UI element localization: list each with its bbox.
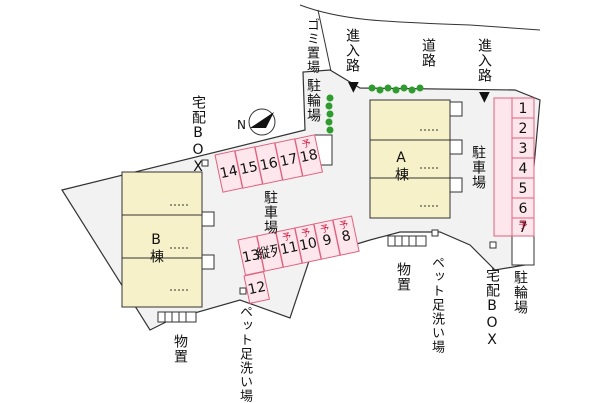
parking-space-number: 14 bbox=[219, 163, 240, 182]
building-b-label: B棟 bbox=[148, 232, 164, 264]
parking-space-number: 4 bbox=[519, 161, 528, 177]
reserved-mark: 予 bbox=[281, 231, 292, 244]
north-label: N bbox=[237, 118, 246, 132]
parking-center-label: 駐車場 bbox=[262, 190, 278, 235]
parking-right-label: 駐車場 bbox=[470, 145, 486, 190]
garbage-label: ゴミ置場 bbox=[304, 18, 319, 74]
parking-space-number: 12 bbox=[247, 279, 268, 298]
north-compass bbox=[248, 108, 276, 136]
parking-space-top: 18予 bbox=[294, 134, 324, 177]
parking-right-aisle bbox=[493, 97, 513, 237]
parking-space-right: 4 bbox=[511, 157, 535, 179]
parking-space-number: 18 bbox=[299, 147, 320, 166]
parking-space-top: 15 bbox=[234, 146, 264, 189]
pet-wash-right-label: ペット足洗い場 bbox=[429, 256, 444, 354]
parking-space-number: 16 bbox=[259, 155, 280, 174]
building-a-label: A棟 bbox=[393, 150, 409, 182]
storage-left-box bbox=[157, 311, 197, 323]
parking-space-right-bottom: 7予 bbox=[511, 217, 535, 237]
delivery-box-right-label: 宅配BOX bbox=[484, 268, 500, 349]
parking-space-number: 2 bbox=[519, 121, 528, 137]
parking-space-right: 1 bbox=[511, 97, 535, 119]
pet-wash-left-label: ペット足洗い場 bbox=[237, 305, 252, 403]
reserved-mark: 予 bbox=[338, 219, 349, 232]
reserved-mark: 予 bbox=[301, 138, 312, 151]
bicycle-parking-right bbox=[511, 234, 535, 266]
reserved-mark: 予 bbox=[319, 223, 330, 236]
parking-space-right: 3 bbox=[511, 137, 535, 159]
entrance-left-arrow-icon: ▼ bbox=[348, 79, 359, 95]
delivery-box-left-marker bbox=[201, 159, 209, 167]
reserved-mark: 予 bbox=[518, 220, 527, 231]
reserved-mark: 予 bbox=[300, 227, 311, 240]
parking-space-right: 6 bbox=[511, 197, 535, 219]
bicycle-top-label: 駐輪場 bbox=[305, 78, 321, 123]
parking-space-number: 17 bbox=[279, 151, 300, 170]
bicycle-right-label: 駐輪場 bbox=[512, 270, 528, 315]
parking-space-number: 13 bbox=[241, 247, 262, 266]
parking-space-middle: 9予 bbox=[313, 219, 341, 260]
parking-space-number: 11 bbox=[279, 239, 300, 258]
parking-space-number: 3 bbox=[519, 141, 528, 157]
storage-right-box bbox=[387, 235, 427, 247]
parking-space-middle: 縦列 bbox=[255, 231, 286, 272]
parking-space-number: 7 bbox=[519, 220, 528, 236]
parking-space-number: 1 bbox=[519, 101, 528, 117]
parking-space-right: 2 bbox=[511, 117, 535, 139]
delivery-box-right-marker bbox=[489, 241, 497, 249]
parking-space-middle: 13 bbox=[237, 235, 265, 276]
parking-space-right: 5 bbox=[511, 177, 535, 199]
parking-space-number: 8 bbox=[340, 228, 352, 246]
parking-space-number: 10 bbox=[298, 235, 319, 254]
parking-space-top: 16 bbox=[254, 142, 284, 185]
pet-wash-left-marker bbox=[239, 287, 247, 295]
parking-space-number: 6 bbox=[519, 201, 528, 217]
storage-right-label: 物置 bbox=[395, 262, 411, 292]
parking-space-top: 14 bbox=[214, 150, 244, 193]
parking-space-number: 9 bbox=[321, 232, 333, 250]
pet-wash-right-marker bbox=[431, 229, 439, 237]
entrance-left-label: 進入路 bbox=[344, 28, 360, 73]
building-a bbox=[369, 99, 463, 219]
parking-space-number: 15 bbox=[239, 159, 260, 178]
parking-space-12: 12 bbox=[243, 271, 270, 304]
entrance-right-arrow-icon: ▼ bbox=[479, 89, 490, 105]
entrance-right-label: 進入路 bbox=[476, 38, 492, 83]
parking-space-middle: 11予 bbox=[275, 227, 303, 268]
parking-space-middle: 8予 bbox=[332, 215, 360, 256]
delivery-box-left-label: 宅配BOX bbox=[190, 95, 206, 176]
building-b bbox=[121, 171, 215, 308]
parking-space-number: 5 bbox=[519, 181, 528, 197]
road-label: 道路 bbox=[420, 38, 436, 68]
parking-space-middle: 10予 bbox=[294, 223, 322, 264]
parking-space-number: 縦列 bbox=[255, 242, 286, 263]
storage-left-label: 物置 bbox=[172, 334, 188, 364]
road-edge-upper bbox=[299, 4, 541, 31]
parking-space-top: 17 bbox=[274, 138, 304, 181]
hedge bbox=[325, 84, 424, 134]
